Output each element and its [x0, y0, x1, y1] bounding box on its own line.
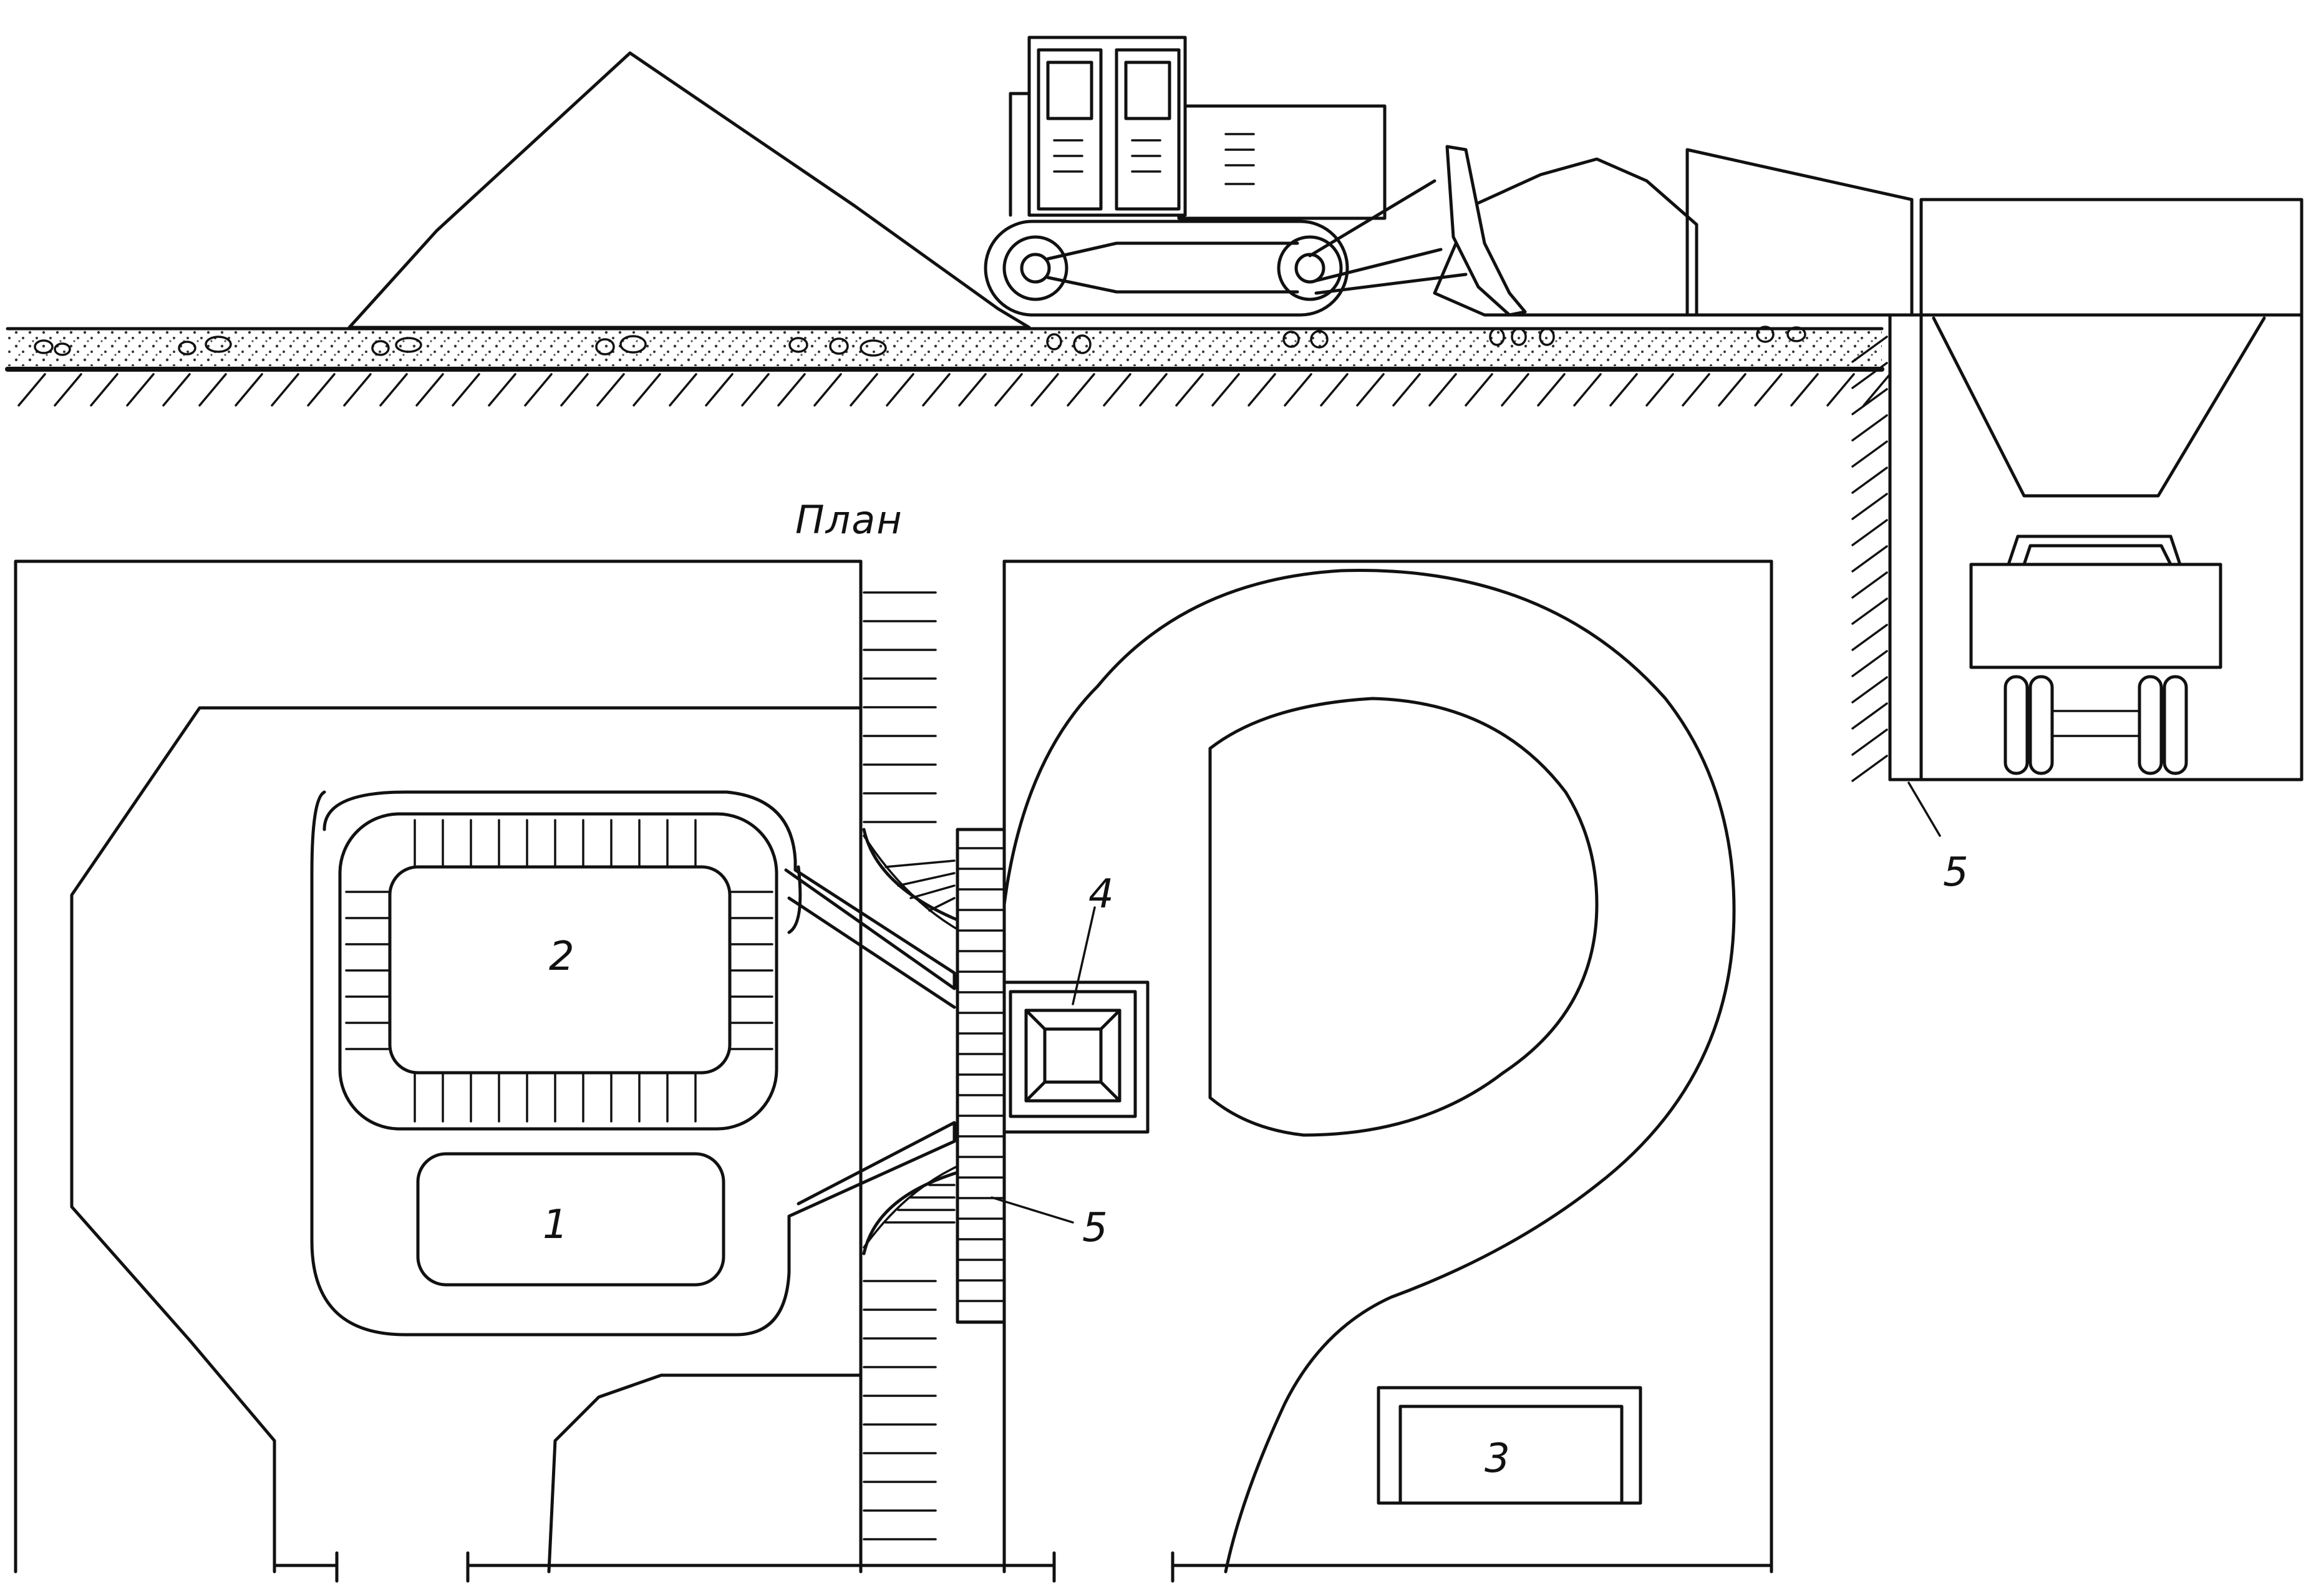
- pile-area: 2 1: [310, 790, 956, 1337]
- bulldozer-engine-hood: [1177, 104, 1387, 220]
- pile-2-slope-ticks: [345, 819, 773, 1123]
- ground-layer: [5, 326, 1891, 407]
- idler-wheel: [1277, 235, 1343, 301]
- plan-view: План 2: [14, 497, 1773, 1583]
- pile-2-slope-outer: [338, 812, 778, 1131]
- truck-body: [1969, 563, 2222, 669]
- turning-loop-inner: [1208, 697, 1599, 1137]
- hood-grille: [1224, 133, 1255, 185]
- dimension-line: [273, 1551, 1773, 1583]
- bunker-roof: [1685, 148, 1914, 317]
- drive-wheel: [1002, 235, 1068, 301]
- retaining-wall-hatch: [1851, 336, 1888, 782]
- receiving-bunker: 5: [1685, 148, 2304, 896]
- ramp-slope-ticks: [863, 591, 937, 1540]
- label-building-3: 3: [1485, 1436, 1510, 1482]
- label-ramp-5: 5: [1082, 1205, 1108, 1251]
- cab-door-left: [1037, 48, 1103, 211]
- leader-line-5-plan: [991, 1196, 1074, 1224]
- bulldozer: [984, 36, 1527, 317]
- leader-line-5-section: [1907, 781, 1941, 837]
- label-hopper-4: 4: [1088, 871, 1114, 917]
- left-site-boundary: [14, 559, 863, 1574]
- ramp-strip: [859, 559, 1773, 1574]
- bulldozer-cab: [1027, 36, 1187, 217]
- truck: [1969, 534, 2222, 775]
- cab-door-right: [1115, 48, 1181, 211]
- blade-push-arms: [1308, 179, 1468, 295]
- bulldozer-blade: [1445, 145, 1527, 317]
- pile-2-top: [388, 865, 732, 1075]
- label-pile-1: 1: [543, 1202, 568, 1248]
- left-road: [70, 706, 863, 1574]
- label-pile-2: 2: [549, 934, 574, 980]
- label-5-section: 5: [1943, 849, 1969, 896]
- large-stockpile: [347, 51, 1031, 329]
- plan-title: План: [795, 497, 903, 543]
- turning-loop-outer: [1002, 569, 1736, 1574]
- section-view: 5: [5, 36, 2304, 896]
- building-3: 3: [1377, 1386, 1642, 1505]
- conveyor-ladder: [956, 828, 1006, 1324]
- pile-1: [416, 1152, 725, 1287]
- hopper-funnel: [1932, 316, 2266, 498]
- small-stockpile: [1433, 157, 1698, 317]
- gravel-stones: [34, 326, 1806, 357]
- hopper-4: 4: [1002, 871, 1150, 1134]
- bulldozer-track: [984, 220, 1349, 317]
- ground-hatch: [17, 373, 1891, 407]
- pile-area-boundary: [310, 790, 956, 1337]
